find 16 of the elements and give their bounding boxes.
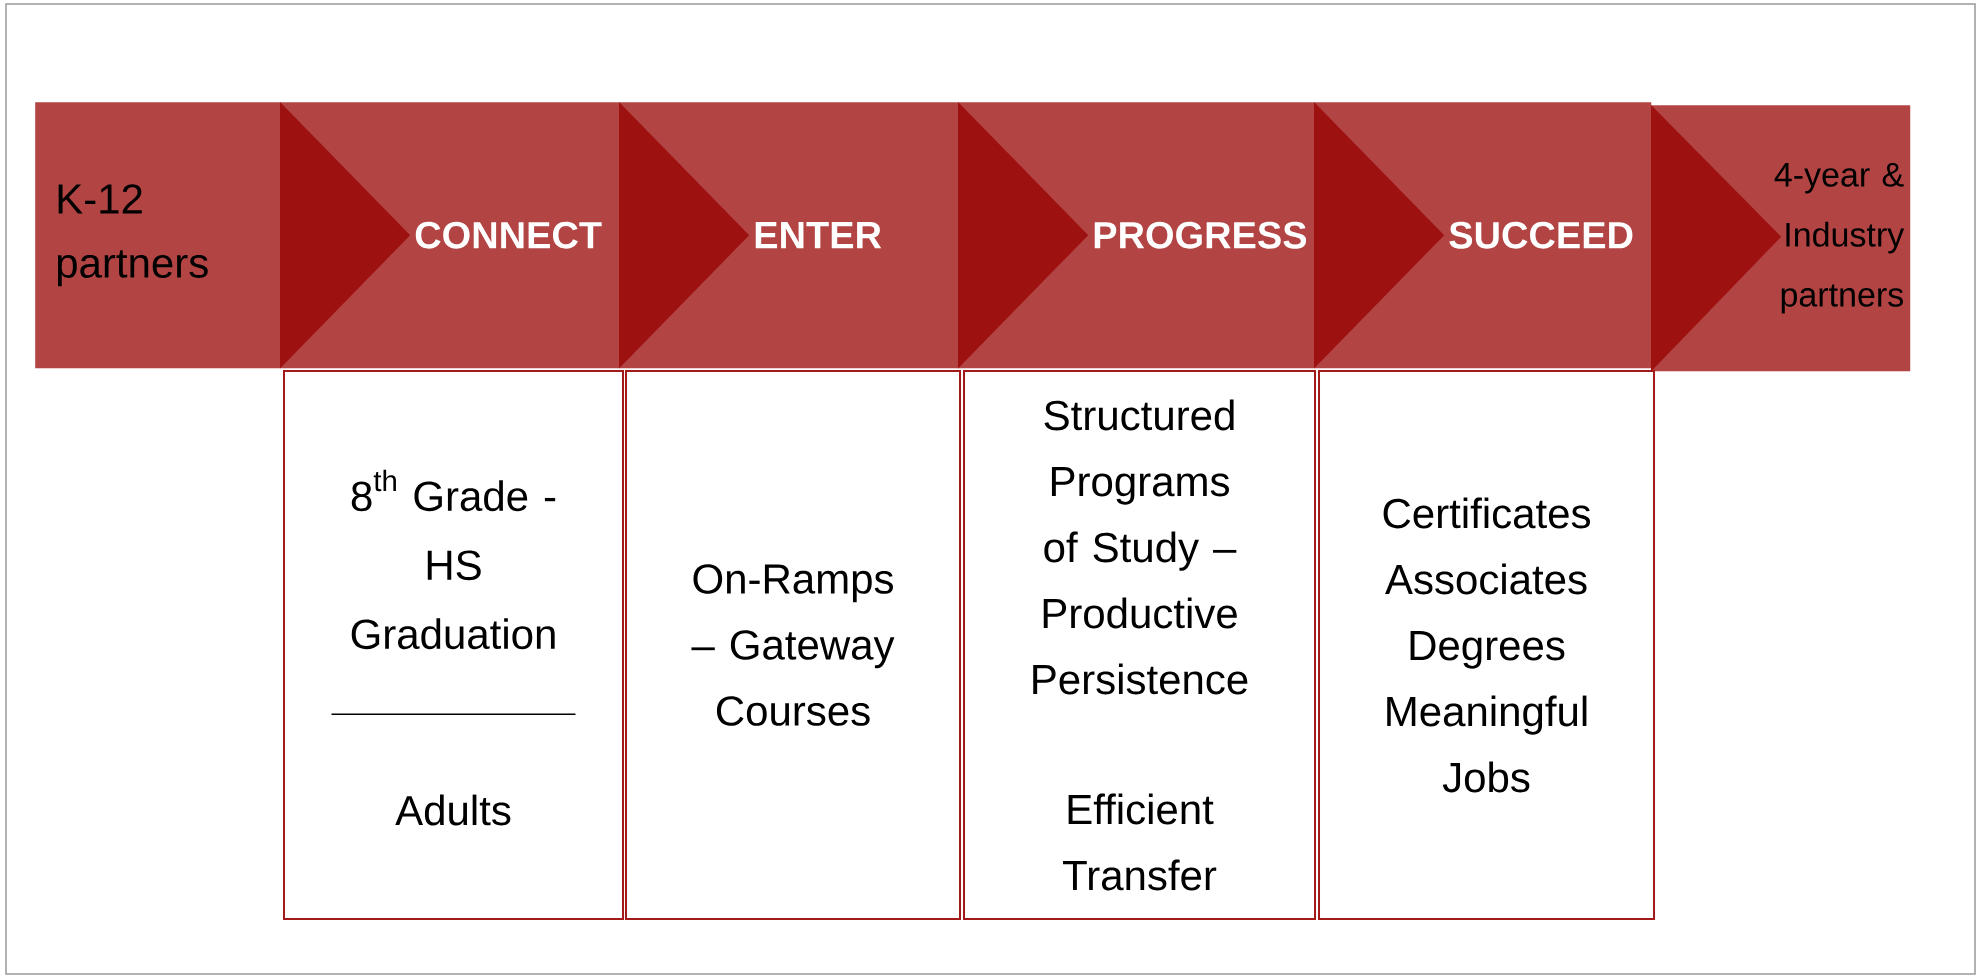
box-text: On-Ramps – Gateway Courses <box>691 564 895 726</box>
box-text: $\begin{gathered}\text{8}^{\text{th}}\text{ Grade -}\\ \text{HS}\\ \text{Graduation}\end{gathered}$ <box>351 469 556 650</box>
box-text: Structured Programs of Study – Productive Persistence <box>1033 399 1248 695</box>
text-box <box>963 370 1316 920</box>
chevron-arrow <box>1651 105 1782 372</box>
chevron-arrow <box>280 102 411 369</box>
box-text: Adults <box>395 794 511 826</box>
chevron-arrow <box>619 102 750 369</box>
chevron-arrow <box>958 102 1089 369</box>
text-box <box>625 370 961 920</box>
partner-block: K-12 partners <box>35 102 281 369</box>
box-text: Certificates Associates Degrees Meaningful Jobs <box>1383 497 1590 793</box>
text-box <box>1318 370 1655 920</box>
chevron-arrow <box>1314 102 1445 369</box>
text-box <box>283 370 624 920</box>
box-text: Efficient Transfer <box>1063 793 1217 891</box>
